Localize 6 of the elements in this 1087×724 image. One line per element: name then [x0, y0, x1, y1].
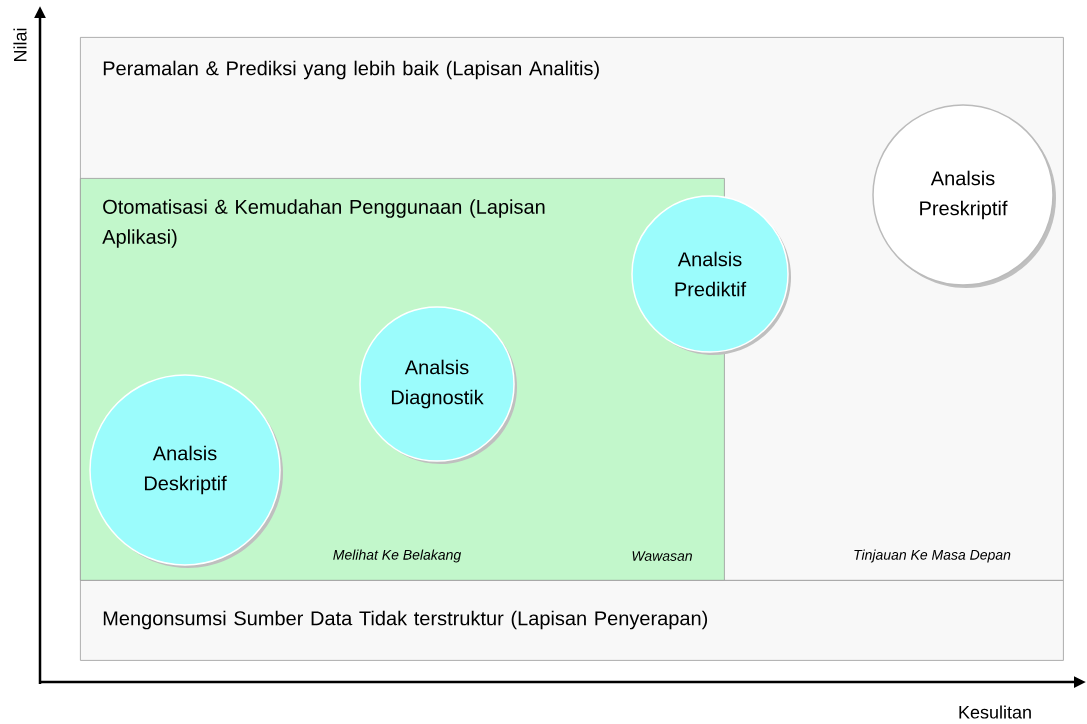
- phase-label: Tinjauan Ke Masa Depan: [854, 549, 1011, 563]
- phase-label: Wawasan: [632, 551, 692, 561]
- layer-box: Mengonsumsi Sumber Data Tidak terstruktur (Lapisan Penyerapan): [80, 580, 1064, 661]
- axis-label: Nilai: [13, 28, 27, 62]
- axis-label: Kesulitan: [959, 705, 1031, 719]
- phase-label: Melihat Ke Belakang: [333, 549, 462, 563]
